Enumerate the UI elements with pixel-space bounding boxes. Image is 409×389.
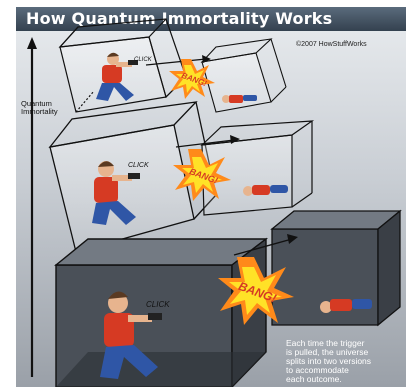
- victim-figure-middle: [243, 185, 288, 196]
- caption-line-1: Each time the trigger: [286, 338, 365, 348]
- caption: Each time the trigger is pulled, the uni…: [286, 339, 404, 384]
- caption-line-3: splits into two versions: [286, 356, 372, 366]
- axis-label: Quantum Immortality: [21, 100, 61, 116]
- click-text-top: CLICK: [134, 57, 153, 63]
- caption-line-4: to accommodate: [286, 365, 349, 375]
- caption-line-5: each outcome.: [286, 374, 342, 384]
- bang-burst-middle: BANG!: [173, 149, 231, 201]
- split-arrow-middle: [175, 135, 240, 148]
- shooter-box-middle: [48, 101, 217, 253]
- page-title: How Quantum Immortality Works: [26, 9, 333, 28]
- victim-box-top: [200, 38, 287, 113]
- axis-label-line-2: Immortality: [21, 107, 58, 116]
- illustration-frame: How Quantum Immortality Works ©2007 HowS…: [16, 7, 406, 387]
- bang-burst-bottom: BANG!: [218, 257, 294, 325]
- victim-box-middle: [200, 120, 315, 216]
- split-arrow-top: [145, 55, 211, 66]
- click-text-bottom: CLICK: [146, 300, 170, 309]
- diagram-scene: CLICK BANG!: [27, 18, 402, 387]
- universe-level-middle: CLICK BANG!: [48, 101, 315, 253]
- split-arrow-bottom: [233, 234, 298, 256]
- caption-line-2: is pulled, the universe: [286, 347, 369, 357]
- quantum-immortality-axis-arrow: [27, 37, 37, 377]
- bang-burst-top: BANG!: [169, 59, 215, 99]
- shooter-figure-middle: [92, 161, 140, 225]
- axis-label-line-1: Quantum: [21, 99, 52, 108]
- victim-figure-top: [222, 95, 257, 103]
- shooter-figure-bottom: [100, 291, 162, 379]
- universe-level-top: CLICK BANG!: [58, 18, 287, 113]
- shooter-figure-top: [96, 52, 138, 101]
- click-text-middle: CLICK: [128, 162, 149, 169]
- victim-figure-bottom: [320, 299, 372, 313]
- copyright-notice: ©2007 HowStuffWorks: [296, 41, 367, 48]
- universe-level-bottom: CLICK BANG!: [54, 209, 402, 387]
